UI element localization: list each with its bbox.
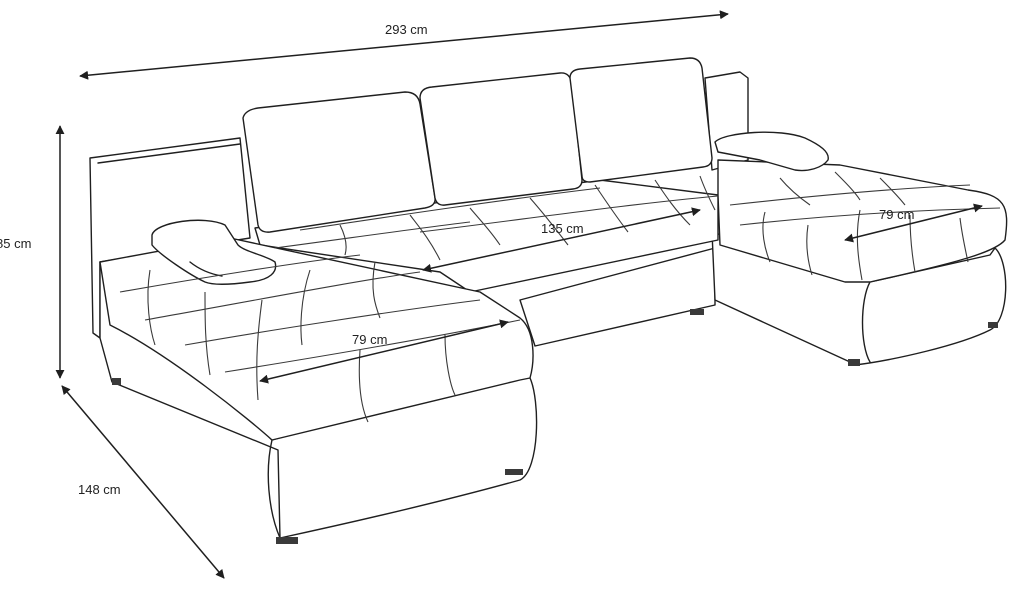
depth-dimension-arrow: [61, 385, 225, 579]
right-chaise-base: [711, 231, 1007, 366]
width-dimension-arrow: [79, 10, 729, 80]
right-armrest-pillow: [714, 131, 829, 172]
depth-label: 148 cm: [78, 482, 121, 497]
left-armrest-pillow: [151, 219, 277, 285]
middle-length-label: 135 cm: [541, 221, 584, 236]
left-chaise-width-label: 79 cm: [352, 332, 387, 347]
foot-2: [276, 537, 298, 544]
left-chaise-base: [99, 261, 538, 539]
dimension-labels: 293 cm 85 cm 148 cm 79 cm 135 cm 79 cm: [0, 22, 914, 497]
middle-length-arrow: [422, 207, 701, 273]
width-label: 293 cm: [385, 22, 428, 37]
height-label: 85 cm: [0, 236, 31, 251]
right-chaise-width-arrow: [844, 203, 983, 243]
foot-6: [988, 322, 998, 328]
back-cushion-left: [242, 91, 436, 233]
dimension-lines: [55, 10, 983, 579]
back-cushion-right: [569, 57, 713, 183]
back-cushion-middle: [419, 72, 583, 206]
sofa-outline: [89, 57, 1008, 544]
right-chaise-width-label: 79 cm: [879, 207, 914, 222]
foot-5: [848, 359, 860, 366]
foot-1: [112, 378, 121, 385]
foot-3: [505, 469, 523, 475]
left-chaise-width-arrow: [259, 319, 509, 384]
foot-4: [690, 309, 704, 315]
